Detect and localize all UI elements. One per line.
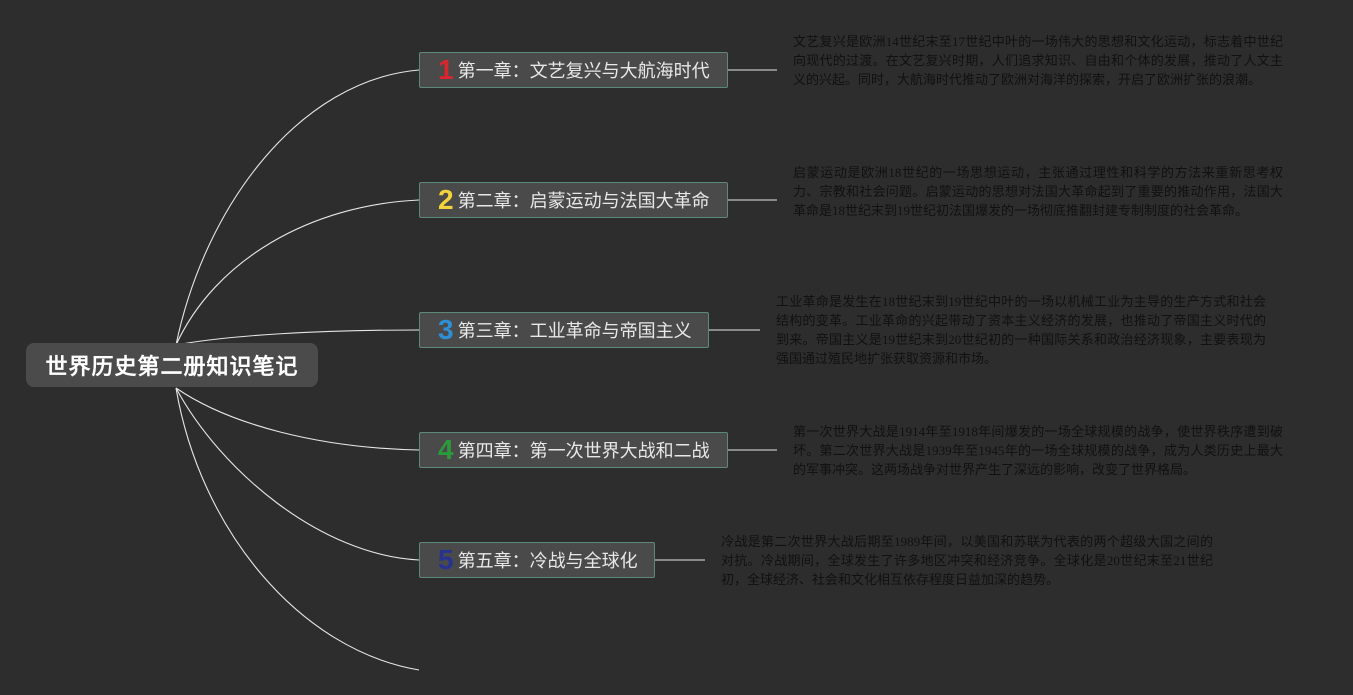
- branch-connector-4: [175, 387, 420, 451]
- chapter-note-3: 工业革命是发生在18世纪末到19世纪中叶的一场以机械工业为主导的生产方式和社会结…: [776, 294, 1266, 366]
- chapter-node-2[interactable]: 2 第二章：启蒙运动与法国大革命: [419, 182, 728, 218]
- chapter-note-1: 文艺复兴是欧洲14世纪末至17世纪中叶的一场伟大的思想和文化运动，标志着中世纪向…: [793, 34, 1283, 87]
- chapter-node-3[interactable]: 3 第三章：工业革命与帝国主义: [419, 312, 709, 348]
- branch-connector-1: [175, 69, 420, 346]
- chapter-number-4: 4: [438, 434, 454, 465]
- root-topic-node[interactable]: 世界历史第二册知识笔记: [26, 343, 318, 387]
- chapter-title-2: 第二章：启蒙运动与法国大革命: [457, 191, 710, 212]
- chapter-number-2: 2: [438, 184, 454, 215]
- chapter-note-5: 冷战是第二次世界大战后期至1989年间，以美国和苏联为代表的两个超级大国之间的对…: [721, 534, 1213, 587]
- branch-connector-2: [175, 199, 420, 346]
- chapter-number-1: 1: [438, 54, 454, 85]
- branch-connector-6: [175, 387, 420, 671]
- chapter-title-3: 第三章：工业革命与帝国主义: [457, 321, 692, 342]
- chapter-title-4: 第四章：第一次世界大战和二战: [457, 441, 710, 462]
- chapter-title-1: 第一章：文艺复兴与大航海时代: [457, 61, 710, 82]
- branch-connector-5: [175, 387, 420, 561]
- chapter-node-1[interactable]: 1 第一章：文艺复兴与大航海时代: [419, 52, 728, 88]
- chapter-note-2: 启蒙运动是欧洲18世纪的一场思想运动，主张通过理性和科学的方法来重新思考权力、宗…: [793, 165, 1283, 218]
- chapter-number-5: 5: [438, 544, 454, 575]
- chapter-note-4: 第一次世界大战是1914年至1918年间爆发的一场全球规模的战争，使世界秩序遭到…: [793, 424, 1283, 477]
- chapter-title-5: 第五章：冷战与全球化: [457, 551, 638, 572]
- chapter-node-4[interactable]: 4 第四章：第一次世界大战和二战: [419, 432, 728, 468]
- root-topic-title: 世界历史第二册知识笔记: [45, 355, 299, 380]
- chapter-number-3: 3: [438, 314, 454, 345]
- branch-connector-3: [175, 329, 420, 346]
- chapter-node-5[interactable]: 5 第五章：冷战与全球化: [419, 542, 655, 578]
